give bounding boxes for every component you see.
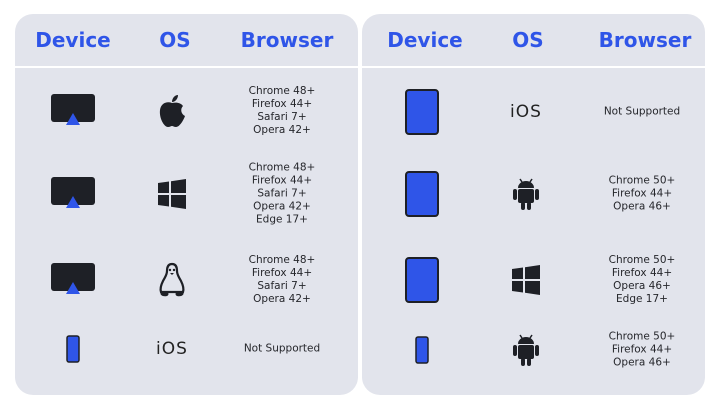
os-label: iOS [510,102,542,122]
browser-item: Firefox 44+ [251,174,313,187]
browser-item: Opera 46+ [613,200,671,213]
browser-item: Safari 7+ [257,280,307,292]
browser-item: Chrome 50+ [608,254,676,266]
desktop-monitor-icon [50,261,96,299]
table-row: Chrome 50+Firefox 44+Opera 46+ [362,154,705,234]
browser-item: Firefox 44+ [611,267,673,279]
browser-item: Firefox 44+ [611,187,673,200]
browser-list: Chrome 50+Firefox 44+Opera 46+ [609,331,676,370]
header-device: Device [35,28,111,52]
apple-icon [157,93,187,129]
browser-list: Chrome 50+Firefox 44+Opera 46+Edge 17+ [609,254,676,306]
windows-icon [511,265,541,295]
header-os: OS [512,28,544,52]
header-browser: Browser [240,28,334,52]
browser-item: Chrome 50+ [608,330,676,343]
browser-list: Chrome 48+Firefox 44+Safari 7+Opera 42+ [249,254,316,306]
browser-list: Chrome 48+Firefox 44+Safari 7+Opera 42+ [249,85,316,137]
table-row: iOS Not Supported [362,74,705,150]
table-row: Chrome 50+Firefox 44+Opera 46+ [362,320,705,380]
browser-item: Opera 42+ [253,124,311,136]
browser-item: Firefox 44+ [251,98,313,110]
desktop-mobile-compat-panel: Device OS Browser Chrome 48+Firefox 44+S… [15,14,358,395]
phone-icon [415,336,429,364]
table-header: Device OS Browser [362,14,705,68]
desktop-monitor-icon [50,175,96,213]
windows-icon [157,179,187,209]
android-icon [511,332,541,368]
table-header: Device OS Browser [15,14,358,68]
table-row: Chrome 48+Firefox 44+Safari 7+Opera 42+ [15,72,358,150]
android-icon [511,176,541,212]
phone-icon [66,335,80,363]
browser-item: Not Supported [243,342,321,355]
browser-item: Safari 7+ [257,111,307,123]
os-label: iOS [156,339,188,359]
table-row: Chrome 50+Firefox 44+Opera 46+Edge 17+ [362,240,705,320]
browser-list: Chrome 48+Firefox 44+Safari 7+Opera 42+E… [249,162,316,227]
browser-item: Opera 42+ [253,200,311,213]
browser-item: Opera 46+ [613,280,671,292]
browser-item: Not Supported [603,105,681,118]
browser-item: Chrome 48+ [248,85,316,97]
browser-item: Firefox 44+ [611,343,673,356]
linux-icon [157,262,187,298]
header-device: Device [387,28,463,52]
browser-item: Chrome 48+ [248,254,316,266]
browser-list: Chrome 50+Firefox 44+Opera 46+ [609,175,676,214]
browser-item: Chrome 48+ [248,161,316,174]
browser-item: Edge 17+ [616,293,668,305]
browser-item: Opera 42+ [253,293,311,305]
browser-item: Safari 7+ [257,187,307,200]
table-row: Chrome 48+Firefox 44+Safari 7+Opera 42+E… [15,154,358,234]
table-row: Chrome 48+Firefox 44+Safari 7+Opera 42+ [15,240,358,320]
browser-item: Firefox 44+ [251,267,313,279]
desktop-monitor-icon [50,92,96,130]
browser-item: Chrome 50+ [608,174,676,187]
tablet-icon [405,171,439,217]
table-row: iOS Not Supported [15,320,358,378]
tablet-icon [405,257,439,303]
tablet-mobile-compat-panel: Device OS Browser iOS Not Supported Chro… [362,14,705,395]
header-os: OS [159,28,191,52]
browser-item: Opera 46+ [613,356,671,369]
header-browser: Browser [598,28,692,52]
tablet-icon [405,89,439,135]
browser-item: Edge 17+ [256,213,308,226]
